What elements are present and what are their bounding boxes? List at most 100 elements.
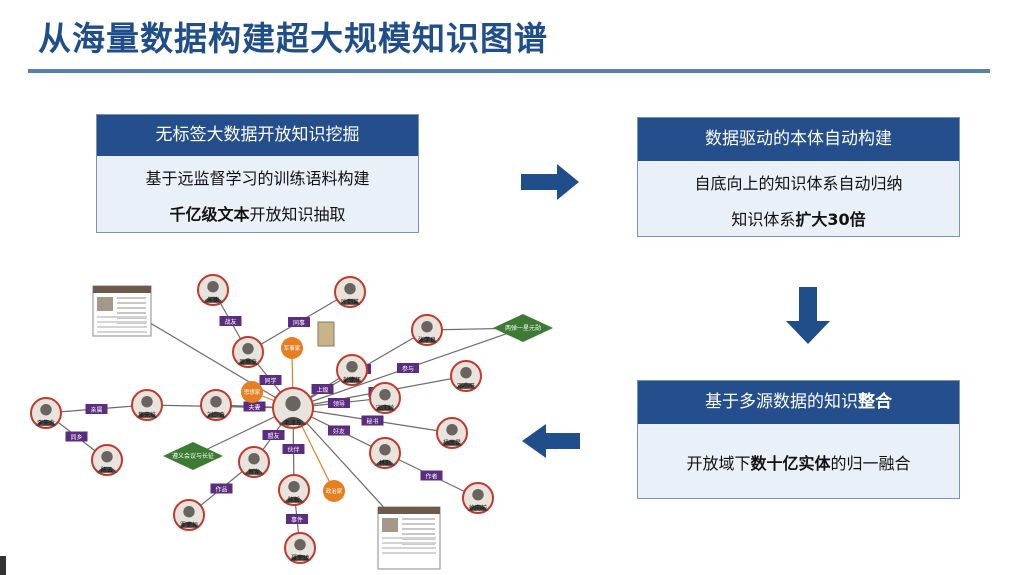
person-label: 刘少奇 <box>207 411 225 419</box>
artwork-thumbnail <box>317 321 335 347</box>
arrow-right-icon <box>521 164 579 200</box>
person-label: 陈毅 <box>288 496 300 504</box>
relation-label: 领导 <box>333 400 345 408</box>
person-label: 贺龙 <box>248 468 260 476</box>
relation-label: 好友 <box>333 428 345 436</box>
person-node: 李先念 <box>30 397 62 429</box>
person-node: 彭德怀 <box>336 354 368 386</box>
relation-label-tag <box>210 483 233 494</box>
person-label: 李先念 <box>37 419 55 427</box>
relation-label-tag <box>65 431 88 442</box>
concept-label: 思想家 <box>244 388 261 396</box>
person-label: 徐向前 <box>469 504 487 512</box>
relation-label: 同学 <box>264 377 276 385</box>
document-card <box>92 285 152 337</box>
concept-node: 军事家 <box>281 337 303 359</box>
relation-label-tag <box>328 425 350 436</box>
document-card <box>377 506 441 570</box>
box-multisource-integration: 基于多源数据的知识整合 开放域下数十亿实体的归一融合 <box>637 380 960 499</box>
person-label: 叶剑英 <box>341 298 359 306</box>
person-node: 罗荣桓 <box>173 499 205 531</box>
person-node: 贺龙 <box>238 446 270 478</box>
corner-mark <box>0 556 6 575</box>
relation-label-tag <box>420 470 443 481</box>
box-text: 的归一融合 <box>830 454 911 473</box>
person-label: 林彪 <box>379 459 391 467</box>
emphasis-text: 千亿级文本 <box>169 205 250 224</box>
person-label: 陈云 <box>101 466 113 474</box>
person-node: 叶剑英 <box>334 276 366 308</box>
relation-label-tag <box>361 415 384 426</box>
person-node: 徐向前 <box>462 482 494 514</box>
box-line: 开放域下数十亿实体的归一融合 <box>638 450 959 474</box>
relation-label: 同事 <box>293 319 305 327</box>
relation-label: 亲属 <box>90 406 102 414</box>
relation-label: 伙伴 <box>287 446 299 454</box>
relation-label: 盟友 <box>267 432 279 440</box>
box-open-knowledge-mining: 无标签大数据开放知识挖掘 基于远监督学习的训练语料构建 千亿级文本开放知识抽取 <box>96 114 419 233</box>
person-node: 朱德 <box>197 274 229 306</box>
relation-label: 同乡 <box>70 435 82 442</box>
box-line: 知识体系扩大30倍 <box>638 206 959 230</box>
concept-node: 思想家 <box>241 381 263 403</box>
event-node: 两弹一星元勋 <box>493 314 553 342</box>
event-node: 遵义会议与长征 <box>163 442 223 470</box>
person-label: 周恩来 <box>239 359 257 366</box>
relation-label-tag <box>243 401 266 412</box>
person-label: 毛泽东 <box>284 419 302 427</box>
box-text: 开放知识抽取 <box>249 205 346 224</box>
person-node: 聂荣臻 <box>284 532 316 564</box>
relation-edge <box>292 407 401 526</box>
emphasis-text: 扩大30倍 <box>795 210 866 229</box>
arrow-left-icon <box>522 424 580 458</box>
relation-label-tag <box>397 363 419 373</box>
person-node: 陈毅 <box>278 474 310 506</box>
relation-label-tag <box>85 404 108 414</box>
box-text: 基于多源数据的知识 <box>705 392 858 412</box>
relation-label: 作者 <box>425 473 437 481</box>
person-label: 杨尚昆 <box>443 439 461 447</box>
person-node: 邓小平 <box>450 360 482 392</box>
relation-label: 参与 <box>402 365 414 373</box>
box-line: 基于远监督学习的训练语料构建 <box>145 169 370 188</box>
concept-node: 政治家 <box>323 480 345 502</box>
title-underline <box>28 69 990 73</box>
relation-label-tag <box>259 375 282 385</box>
person-label: 朱德 <box>207 296 219 304</box>
box-line: 千亿级文本开放知识抽取 <box>97 201 418 225</box>
box-header: 无标签大数据开放知识挖掘 <box>97 115 418 156</box>
concept-label: 政治家 <box>326 487 343 495</box>
box-header: 数据驱动的本体自动构建 <box>638 118 959 161</box>
relation-label-tag <box>282 444 305 454</box>
person-node: 杨尚昆 <box>436 417 468 449</box>
relation-label: 上级 <box>316 386 328 394</box>
relation-label: 秘书 <box>366 418 378 426</box>
concept-label: 军事家 <box>284 344 301 352</box>
relation-label-tag <box>311 384 334 394</box>
person-label: 邓小平 <box>457 382 475 390</box>
box-text: 知识体系 <box>731 210 796 229</box>
relation-label-tag <box>286 514 308 524</box>
box-header: 基于多源数据的知识整合 <box>638 381 959 424</box>
person-label: 宋庆龄 <box>376 404 394 412</box>
person-label: 彭德怀 <box>343 376 361 384</box>
person-node: 周恩来 <box>232 336 264 368</box>
person-node: 陈云 <box>91 444 123 476</box>
relation-label: 作品 <box>215 486 227 494</box>
relation-label-tag <box>328 398 350 408</box>
person-node: 宋庆龄 <box>369 382 401 414</box>
emphasis-text: 整合 <box>858 392 892 412</box>
relation-label-tag <box>288 317 310 327</box>
relation-label: 夫妻 <box>248 404 260 412</box>
box-ontology-construction: 数据驱动的本体自动构建 自底向上的知识体系自动归纳 知识体系扩大30倍 <box>637 117 960 237</box>
relation-label: 战友 <box>224 318 236 326</box>
box-line: 自底向上的知识体系自动归纳 <box>694 174 903 193</box>
person-node: 张学良 <box>411 314 443 346</box>
box-text: 开放域下 <box>686 454 751 473</box>
page-title: 从海量数据构建超大规模知识图谱 <box>38 19 548 58</box>
person-label: 蔡元培 <box>138 411 156 419</box>
person-node: 林彪 <box>369 437 401 469</box>
person-node: 刘少奇 <box>200 389 232 421</box>
relation-label: 事件 <box>291 516 303 524</box>
